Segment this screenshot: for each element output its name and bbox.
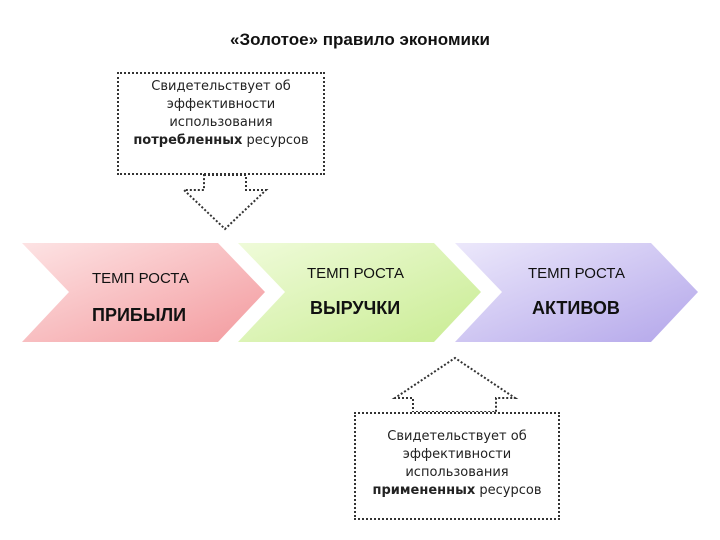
note-bold-word: примененных — [372, 483, 476, 498]
note-line: примененных ресурсов — [356, 482, 558, 500]
note-word: ресурсов — [475, 483, 542, 498]
chevron-revenue — [238, 243, 481, 342]
note-line: потребленных ресурсов — [119, 132, 323, 150]
note-applied-resources: Свидетельствует об эффективности использ… — [354, 412, 560, 520]
down-arrow-shape — [181, 174, 269, 231]
chevron-profit-line2: ПРИБЫЛИ — [92, 305, 187, 325]
chevron-assets — [455, 243, 698, 342]
note-line: эффективности — [402, 447, 512, 462]
note-line: использования — [169, 115, 273, 130]
chevron-profit-line1: ТЕМП РОСТА — [92, 270, 189, 287]
chevron-profit — [22, 243, 265, 342]
chevron-assets-line1: ТЕМП РОСТА — [528, 265, 625, 282]
note-bold-word: потребленных — [133, 133, 243, 148]
note-line: Свидетельствует об — [151, 79, 291, 94]
chevron-revenue-line1: ТЕМП РОСТА — [307, 265, 404, 282]
note-consumed-resources: Свидетельствует об эффективности использ… — [117, 72, 325, 175]
note-line: использования — [405, 465, 509, 480]
chevron-assets-line2: АКТИВОВ — [532, 298, 620, 318]
note-word: ресурсов — [242, 133, 309, 148]
up-arrow-shape — [391, 356, 519, 413]
note-line: эффективности — [166, 97, 276, 112]
page-title: «Золотое» правило экономики — [230, 30, 490, 49]
note-line: Свидетельствует об — [387, 429, 527, 444]
chevron-revenue-line2: ВЫРУЧКИ — [310, 298, 401, 318]
